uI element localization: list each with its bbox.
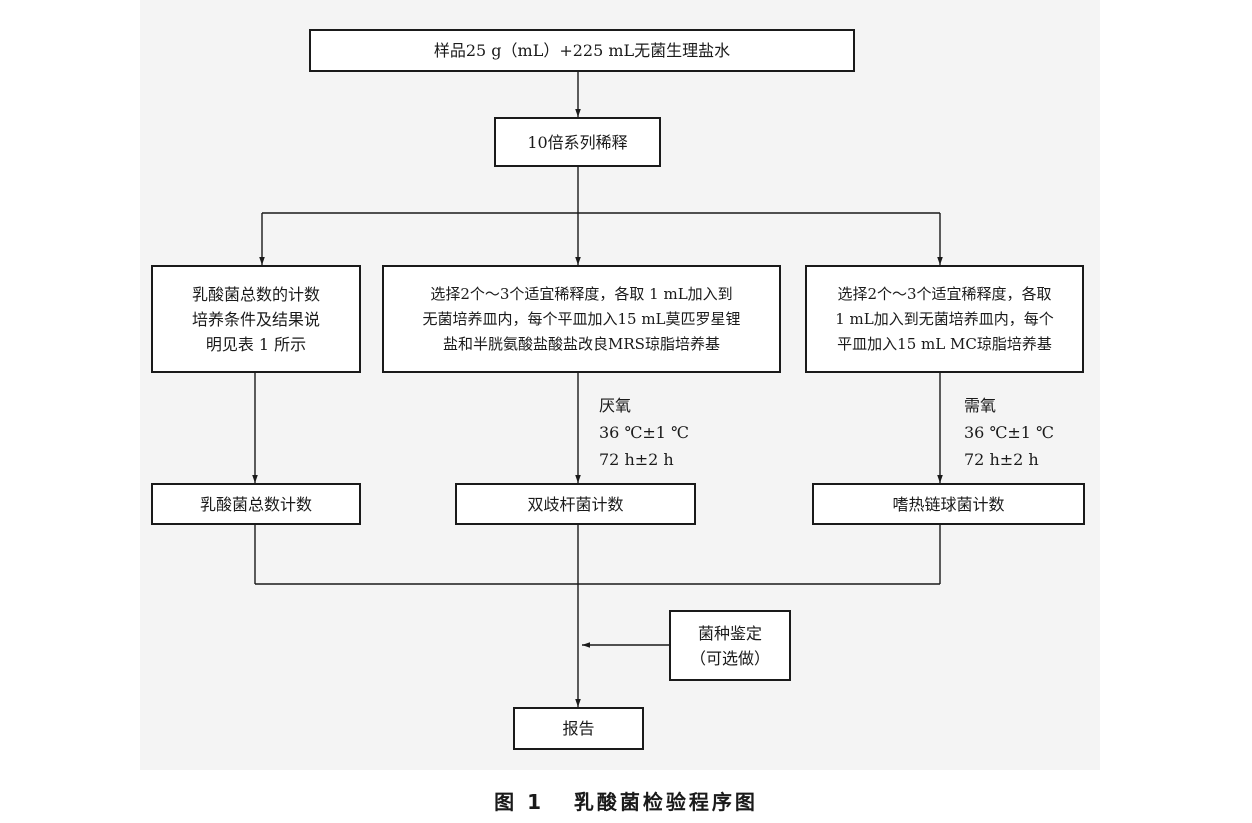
sample-text: 样品25 g（mL）+225 mL无菌生理盐水	[433, 41, 731, 60]
total-condition-line-2: 培养条件及结果说	[191, 309, 320, 329]
bifido-count-box: 双歧杆菌计数	[455, 483, 696, 525]
aerobic-conditions: 需氧 36 ℃±1 ℃ 72 h±2 h	[964, 392, 1054, 473]
anaerobic-temperature: 36 ℃±1 ℃	[599, 423, 689, 442]
bifido-prep-box: 选择2个～3个适宜稀释度，各取 1 mL加入到 无菌培养皿内，每个平皿加入15 …	[382, 265, 781, 373]
strep-count-text: 嗜热链球菌计数	[892, 494, 1005, 514]
identification-box: 菌种鉴定 （可选做）	[669, 610, 791, 681]
anaerobic-label: 厌氧	[599, 396, 632, 415]
strep-prep-line-2: 1 mL加入到无菌培养皿内，每个	[835, 309, 1054, 328]
strep-prep-line-1: 选择2个～3个适宜稀释度，各取	[837, 284, 1052, 303]
anaerobic-conditions: 厌氧 36 ℃±1 ℃ 72 h±2 h	[599, 392, 689, 473]
aerobic-duration: 72 h±2 h	[964, 450, 1039, 469]
aerobic-label: 需氧	[964, 396, 997, 415]
strep-prep-line-3: 平皿加入15 mL MC琼脂培养基	[837, 334, 1052, 353]
dilution-text: 10倍系列稀释	[527, 132, 628, 152]
total-condition-box: 乳酸菌总数的计数 培养条件及结果说 明见表 1 所示	[151, 265, 361, 373]
figure-caption: 图 1 乳酸菌检验程序图	[494, 790, 758, 814]
bifido-prep-line-2: 无菌培养皿内，每个平皿加入15 mL莫匹罗星锂	[422, 309, 741, 328]
identification-line-2: （可选做）	[689, 648, 770, 668]
total-condition-line-1: 乳酸菌总数的计数	[191, 284, 320, 304]
bifido-prep-line-3: 盐和半胱氨酸盐酸盐改良MRS琼脂培养基	[443, 334, 720, 353]
sample-box: 样品25 g（mL）+225 mL无菌生理盐水	[309, 29, 855, 72]
total-condition-line-3: 明见表 1 所示	[205, 334, 307, 354]
total-count-box: 乳酸菌总数计数	[151, 483, 361, 525]
identification-line-1: 菌种鉴定	[697, 623, 762, 643]
dilution-box: 10倍系列稀释	[494, 117, 661, 167]
total-count-text: 乳酸菌总数计数	[199, 494, 312, 514]
report-text: 报告	[562, 719, 595, 738]
anaerobic-duration: 72 h±2 h	[599, 450, 674, 469]
strep-count-box: 嗜热链球菌计数	[812, 483, 1085, 525]
strep-prep-box: 选择2个～3个适宜稀释度，各取 1 mL加入到无菌培养皿内，每个 平皿加入15 …	[805, 265, 1084, 373]
aerobic-temperature: 36 ℃±1 ℃	[964, 423, 1054, 442]
bifido-prep-line-1: 选择2个～3个适宜稀释度，各取 1 mL加入到	[430, 284, 733, 303]
report-box: 报告	[513, 707, 644, 750]
bifido-count-text: 双歧杆菌计数	[527, 494, 624, 514]
